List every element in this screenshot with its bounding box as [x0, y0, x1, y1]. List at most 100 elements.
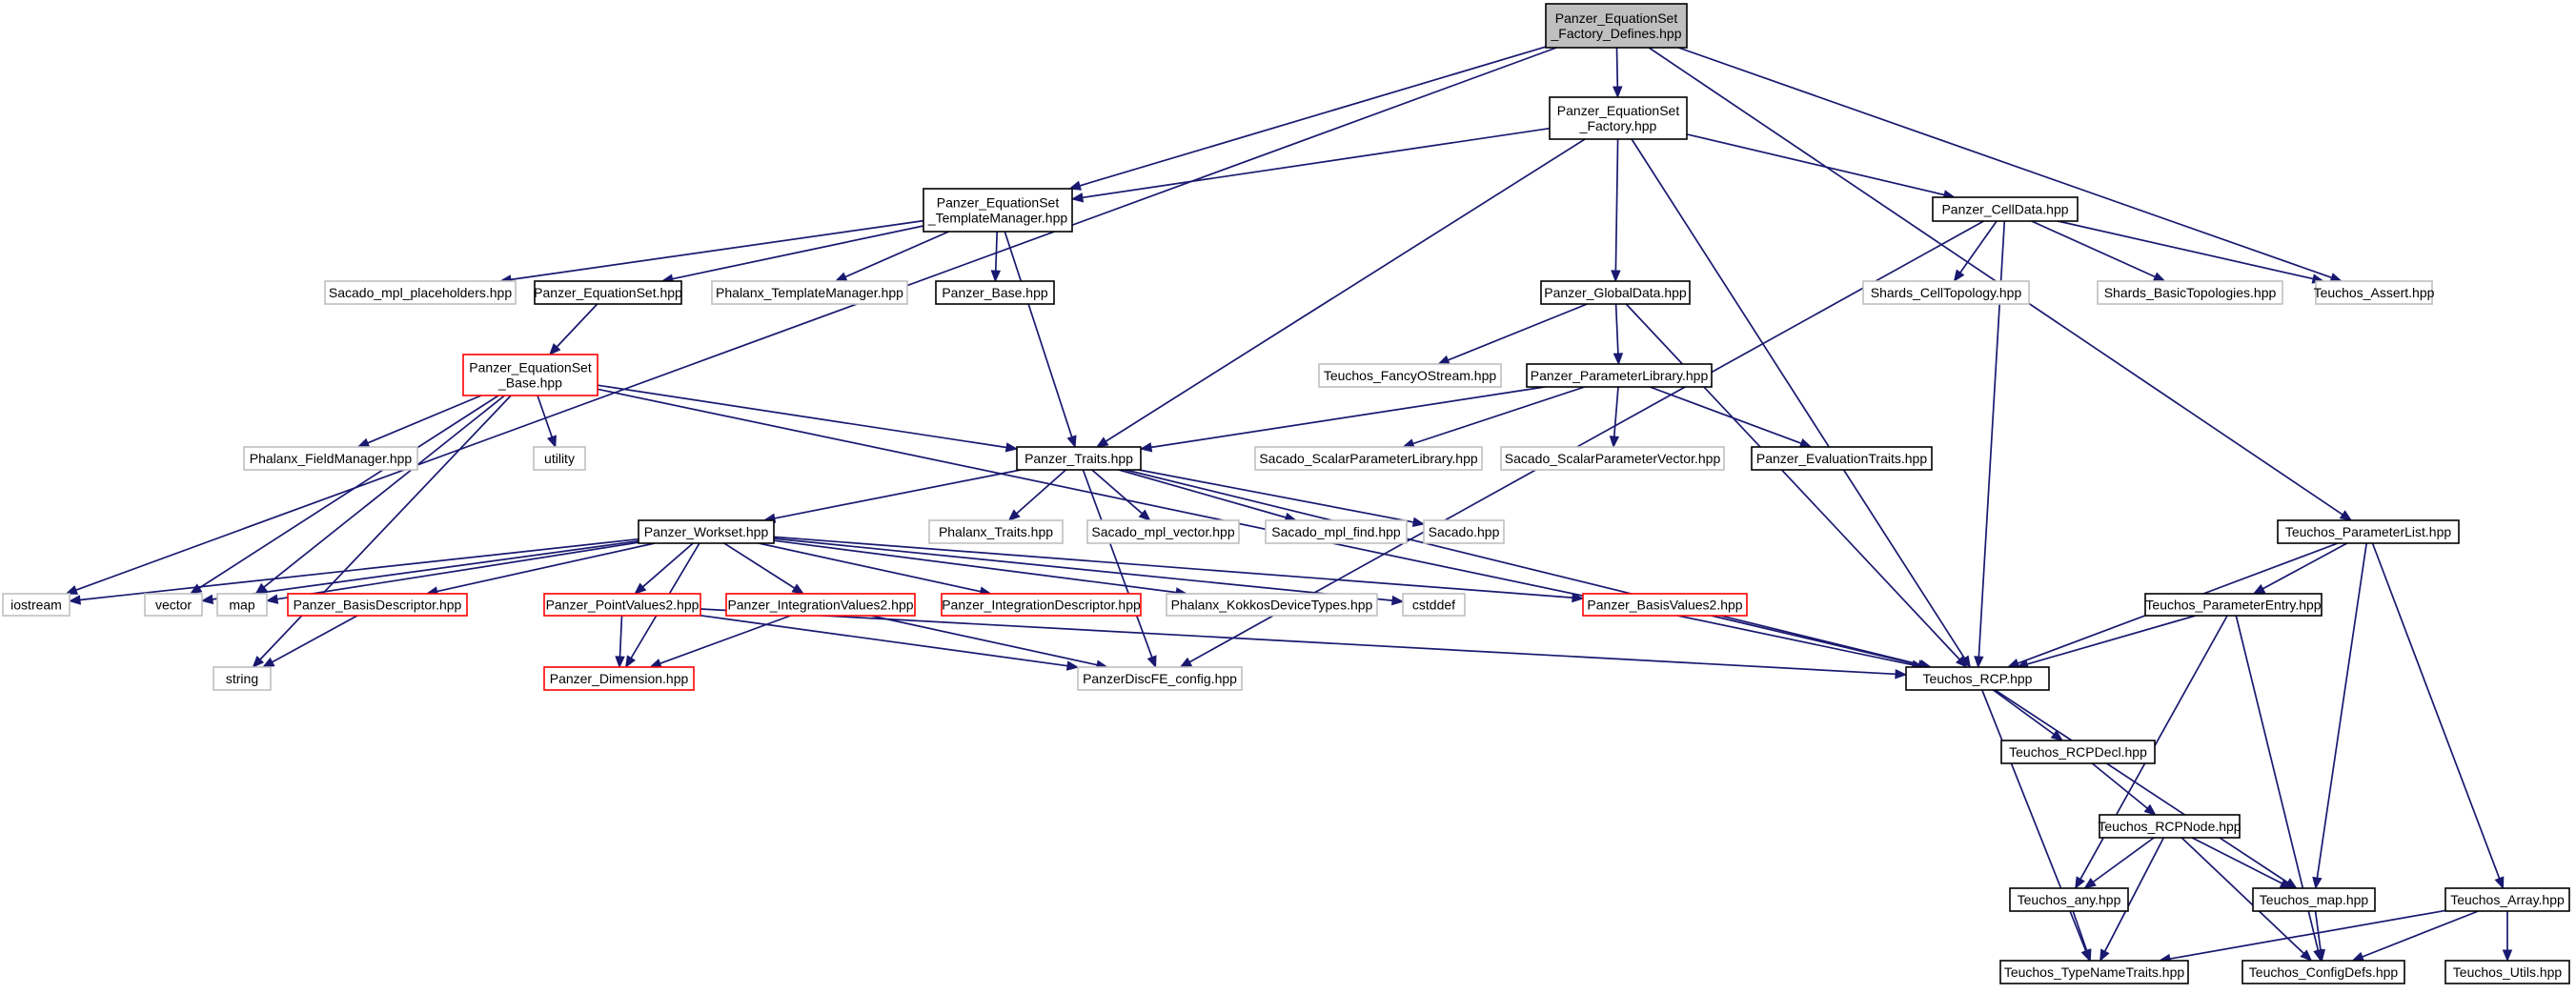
node-label: string: [226, 671, 258, 686]
edge-arrowhead: [548, 343, 561, 355]
node-label: Phalanx_Traits.hpp: [939, 524, 1053, 539]
edge-arrowhead: [834, 272, 848, 282]
node-label: Panzer_EquationSet.hpp: [534, 285, 682, 300]
edge-paramlib-to-traits: [1139, 386, 1545, 453]
node-label: Teuchos_ParameterList.hpp: [2285, 524, 2452, 539]
node-label: Teuchos_ConfigDefs.hpp: [2249, 964, 2399, 980]
node-rcp[interactable]: Teuchos_RCP.hpp: [1905, 666, 2050, 691]
node-workset[interactable]: Panzer_Workset.hpp: [638, 519, 775, 544]
node-box: [2099, 814, 2241, 839]
edge-arrowhead: [68, 595, 81, 605]
edge-plist-to-tmap: [2312, 542, 2368, 890]
edge-line: [758, 542, 982, 593]
node-label: Panzer_EvaluationTraits.hpp: [1756, 451, 1927, 466]
edge-tarray-to-configdefs: [2351, 910, 2479, 962]
edge-line: [2091, 762, 2148, 809]
node-celldata[interactable]: Panzer_CellData.hpp: [1932, 196, 2079, 222]
node-intdesc[interactable]: Panzer_IntegrationDescriptor.hpp: [941, 593, 1142, 617]
edge-celldata-to-tassert: [2058, 220, 2325, 284]
edge-root-to-eqstm: [1068, 46, 1547, 191]
node-box: [1751, 446, 1933, 471]
edge-line: [1412, 386, 1585, 445]
node-phxtm: Phalanx_TemplateManager.hpp: [711, 280, 908, 305]
node-eqsbase[interactable]: Panzer_EquationSet_Base.hpp: [462, 354, 598, 396]
node-eqset[interactable]: Panzer_EquationSet.hpp: [534, 280, 682, 305]
node-rcpnode[interactable]: Teuchos_RCPNode.hpp: [2098, 814, 2241, 839]
node-box: [2315, 280, 2433, 305]
node-sacado: Sacado.hpp: [1423, 519, 1505, 544]
edge-line: [700, 608, 1897, 676]
node-label: Shards_CellTopology.hpp: [1871, 285, 2022, 300]
edge-line: [1992, 689, 2055, 736]
node-traits[interactable]: Panzer_Traits.hpp: [1016, 446, 1142, 471]
node-label: Phalanx_TemplateManager.hpp: [716, 285, 903, 300]
node-label: Teuchos_RCPDecl.hpp: [2009, 744, 2147, 760]
node-label: Teuchos_TypeNameTraits.hpp: [2004, 964, 2185, 980]
edge-arrowhead: [1007, 509, 1021, 521]
node-evaltraits[interactable]: Panzer_EvaluationTraits.hpp: [1751, 446, 1933, 471]
edge-arrowhead: [615, 656, 625, 669]
node-label: Teuchos_any.hpp: [2018, 892, 2121, 907]
edge-arrowhead: [1956, 656, 1968, 668]
edge-line: [276, 541, 639, 600]
node-utils[interactable]: Teuchos_Utils.hpp: [2444, 960, 2570, 984]
node-tarray[interactable]: Teuchos_Array.hpp: [2444, 887, 2570, 912]
node-paramlib[interactable]: Panzer_ParameterLibrary.hpp: [1526, 363, 1713, 388]
node-tany[interactable]: Teuchos_any.hpp: [2009, 887, 2129, 912]
node-label: Teuchos_RCPNode.hpp: [2098, 819, 2241, 834]
node-box: [287, 593, 468, 617]
edge-eqstm-to-traits: [1004, 231, 1077, 449]
edge-line: [2371, 542, 2501, 880]
node-eqsfac[interactable]: Panzer_EquationSet_Factory.hpp: [1549, 96, 1688, 140]
edge-line: [1448, 303, 1588, 361]
edge-arrowhead: [2339, 510, 2353, 521]
node-globaldata[interactable]: Panzer_GlobalData.hpp: [1540, 280, 1691, 305]
node-basisvals[interactable]: Panzer_BasisValues2.hpp: [1582, 593, 1748, 617]
edge-tany-to-typename: [2072, 910, 2092, 963]
edge-arrowhead: [1974, 656, 1984, 669]
nodes-layer: Panzer_EquationSet_Factory_Defines.hppio…: [2, 3, 2570, 984]
edge-arrowhead: [2099, 948, 2110, 963]
node-dimension[interactable]: Panzer_Dimension.hpp: [543, 666, 695, 691]
edge-line: [2191, 837, 2282, 884]
node-box: [1526, 363, 1713, 388]
node-box: [144, 593, 203, 617]
node-label: vector: [155, 598, 192, 613]
node-configdefs[interactable]: Teuchos_ConfigDefs.hpp: [2241, 960, 2405, 984]
edge-rcp-to-rcpdecl: [1992, 689, 2064, 741]
node-pointvals[interactable]: Panzer_PointValues2.hpp: [543, 593, 701, 617]
edge-workset-to-iostream: [68, 538, 639, 605]
edge-arrowhead: [1798, 438, 1813, 448]
node-pbase[interactable]: Panzer_Base.hpp: [935, 280, 1055, 305]
node-box: [2252, 887, 2376, 912]
edge-eqsbase-to-vector: [189, 395, 499, 595]
node-intvals[interactable]: Panzer_IntegrationValues2.hpp: [725, 593, 916, 617]
edge-line: [773, 539, 1177, 594]
node-box: [543, 593, 701, 617]
edge-pointvals-to-rcp: [700, 608, 1908, 680]
node-plist[interactable]: Teuchos_ParameterList.hpp: [2277, 519, 2460, 544]
edge-workset-to-basisdesc: [425, 542, 656, 597]
node-box: [534, 280, 682, 305]
node-typename[interactable]: Teuchos_TypeNameTraits.hpp: [1999, 960, 2189, 984]
node-label: Panzer_Base.hpp: [942, 285, 1048, 300]
node-box: [923, 188, 1073, 233]
edges-layer: [65, 46, 2513, 964]
node-box: [1999, 960, 2189, 984]
node-phxfm: Phalanx_FieldManager.hpp: [243, 446, 418, 471]
node-label: _TemplateManager.hpp: [927, 211, 1068, 226]
node-label: Teuchos_Assert.hpp: [2314, 285, 2435, 300]
edge-arrowhead: [1139, 442, 1153, 453]
edge-line: [870, 615, 1098, 666]
edge-line: [1615, 47, 1619, 88]
node-rcpdecl[interactable]: Teuchos_RCPDecl.hpp: [2000, 740, 2156, 764]
node-tmap[interactable]: Teuchos_map.hpp: [2252, 887, 2376, 912]
edge-root-to-eqsfac: [1613, 47, 1623, 99]
node-label: Panzer_EquationSet: [937, 195, 1060, 211]
node-basisdesc[interactable]: Panzer_BasisDescriptor.hpp: [287, 593, 468, 617]
edge-rcpnode-to-configdefs: [2180, 837, 2313, 962]
edge-arrowhead: [648, 659, 662, 668]
node-pentry[interactable]: Teuchos_ParameterEntry.hpp: [2144, 593, 2322, 617]
node-eqstm[interactable]: Panzer_EquationSet_TemplateManager.hpp: [923, 188, 1073, 233]
edge-plist-to-tarray: [2371, 542, 2505, 890]
